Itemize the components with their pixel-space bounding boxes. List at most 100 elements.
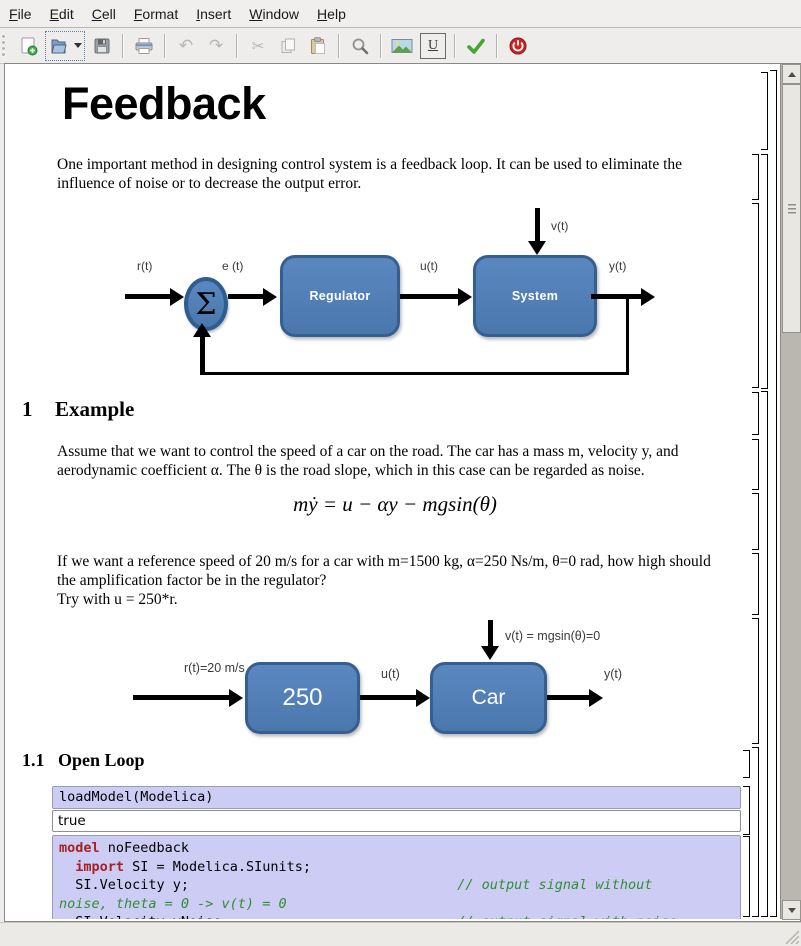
cell-bracket-equation[interactable] [752,493,759,550]
undo-icon: ↶ [178,35,194,56]
open-dropdown-arrow-icon[interactable] [74,43,82,48]
toolbar-separator [496,33,498,58]
evaluate-button[interactable] [462,32,490,60]
cell-bracket-intro-group[interactable] [761,154,768,389]
arrowhead-icon [263,288,277,306]
sum-junction: Σ [184,277,228,331]
search-icon [352,38,369,54]
menu-help[interactable]: Help [317,5,346,22]
diagram2-output-arrow [547,695,589,700]
new-notebook-button[interactable] [14,32,42,60]
cut-button[interactable]: ✂ [244,32,272,60]
feedback-loop-diagram: r(t) Σ e (t) Regulator u(t) System v(t) … [125,205,670,385]
arrowhead-icon [458,288,472,306]
menu-format[interactable]: Format [133,5,179,22]
menu-insert[interactable]: Insert [196,5,232,22]
cell-bracket-title[interactable] [761,72,768,150]
diagram1-e-arrow [228,294,263,299]
copy-button[interactable] [274,32,302,60]
feedback-line-up [200,337,205,375]
cell-bracket-intro-text[interactable] [752,154,759,200]
diagram1-noise-arrow [535,208,540,241]
new-document-icon [21,37,38,55]
redo-button[interactable]: ↷ [202,32,230,60]
redo-icon: ↷ [208,35,224,56]
section-heading-1[interactable]: 1 Example [5,397,745,423]
section-title: Open Loop [58,750,145,770]
status-bar [0,922,801,946]
code-line: SI.Velocity yNoise; // output signal wit… [59,913,734,919]
diagram2-r-label: r(t)=20 m/s [184,661,245,675]
code-line: SI.Velocity y; // output signal without [59,877,653,893]
underline-icon: U [427,37,439,53]
diagram1-v-label: v(t) [551,219,569,233]
arrowhead-icon [641,288,655,306]
diagram2-input-arrow [133,695,229,700]
vertical-scrollbar[interactable] [780,64,801,920]
cell-bracket-example-group[interactable] [761,391,768,917]
toolbar-drag-handle[interactable] [2,35,9,57]
print-button[interactable] [130,32,158,60]
underline-button[interactable]: U [420,32,446,59]
toolbar-separator [236,33,238,58]
menu-edit[interactable]: Edit [49,5,74,22]
page-title[interactable]: Feedback [62,78,266,129]
section-heading-1-1[interactable]: 1.1 Open Loop [5,750,745,774]
output-cell-true[interactable]: true [52,810,741,832]
evaluate-check-icon [467,38,485,54]
question-paragraph[interactable]: If we want a reference speed of 20 m/s f… [57,553,711,608]
input-cell-loadmodel[interactable]: loadModel(Modelica) [52,786,741,809]
regulator-block: Regulator [280,255,400,337]
cell-bracket-model[interactable] [743,836,750,917]
code-line: noise, theta = 0 -> v(t) = 0 [59,895,287,912]
section-title: Example [55,397,135,421]
arrow-up-icon [787,71,796,77]
menu-cell[interactable]: Cell [91,5,116,22]
cut-icon: ✂ [251,36,265,55]
toolbar-separator [454,33,456,58]
arrowhead-icon [481,646,499,660]
stop-button[interactable] [504,32,532,60]
open-button[interactable] [45,30,85,61]
scrollbar-thumb[interactable] [782,84,801,333]
cell-bracket-para2[interactable] [752,439,759,490]
stop-power-icon [509,37,527,54]
cell-bracket-heading1[interactable] [752,392,759,435]
arrowhead-icon [528,241,546,255]
cell-bracket-diagram1[interactable] [752,203,759,388]
toolbar-separator [164,33,166,58]
menu-file[interactable]: File [9,5,32,22]
code-line: import SI = Modelica.SIunits; [59,858,311,875]
insert-image-button[interactable] [388,32,416,60]
intro-paragraph[interactable]: One important method in designing contro… [57,156,683,192]
feedback-line-down [626,297,629,375]
section-number: 1 [22,397,33,421]
cell-bracket-openloop-group[interactable] [752,747,759,917]
search-button[interactable] [346,32,374,60]
paste-button[interactable] [304,32,332,60]
diagram2-v-label: v(t) = mgsin(θ)=0 [505,629,601,643]
cell-bracket-para3[interactable] [752,553,759,615]
equation[interactable]: mẏ = u − αy − mgsin(θ) [293,492,497,516]
example-paragraph[interactable]: Assume that we want to control the speed… [57,443,679,479]
menu-window[interactable]: Window [249,5,300,22]
diagram2-u-arrow [360,695,416,700]
open-loop-diagram: v(t) = mgsin(θ)=0 r(t)=20 m/s 250 u(t) C… [130,618,665,743]
diagram2-y-label: y(t) [604,667,623,681]
scroll-up-button[interactable] [782,64,801,84]
cell-bracket-loadmodel-pair[interactable] [743,786,750,835]
cell-bracket-document[interactable] [770,70,777,917]
cell-bracket-heading11[interactable] [743,750,750,778]
diagram2-u-label: u(t) [381,667,400,681]
resize-grip-icon[interactable] [783,930,799,944]
diagram1-e-label: e (t) [222,259,244,273]
input-cell-model[interactable]: model noFeedback import SI = Modelica.SI… [52,835,741,919]
diagram1-u-label: u(t) [420,259,438,273]
save-button[interactable] [88,32,116,60]
diagram1-y-label: y(t) [609,259,627,273]
undo-button[interactable]: ↶ [172,32,200,60]
cell-bracket-diagram2[interactable] [752,618,759,744]
scroll-down-button[interactable] [782,900,801,920]
diagram1-input-arrow [125,294,170,299]
